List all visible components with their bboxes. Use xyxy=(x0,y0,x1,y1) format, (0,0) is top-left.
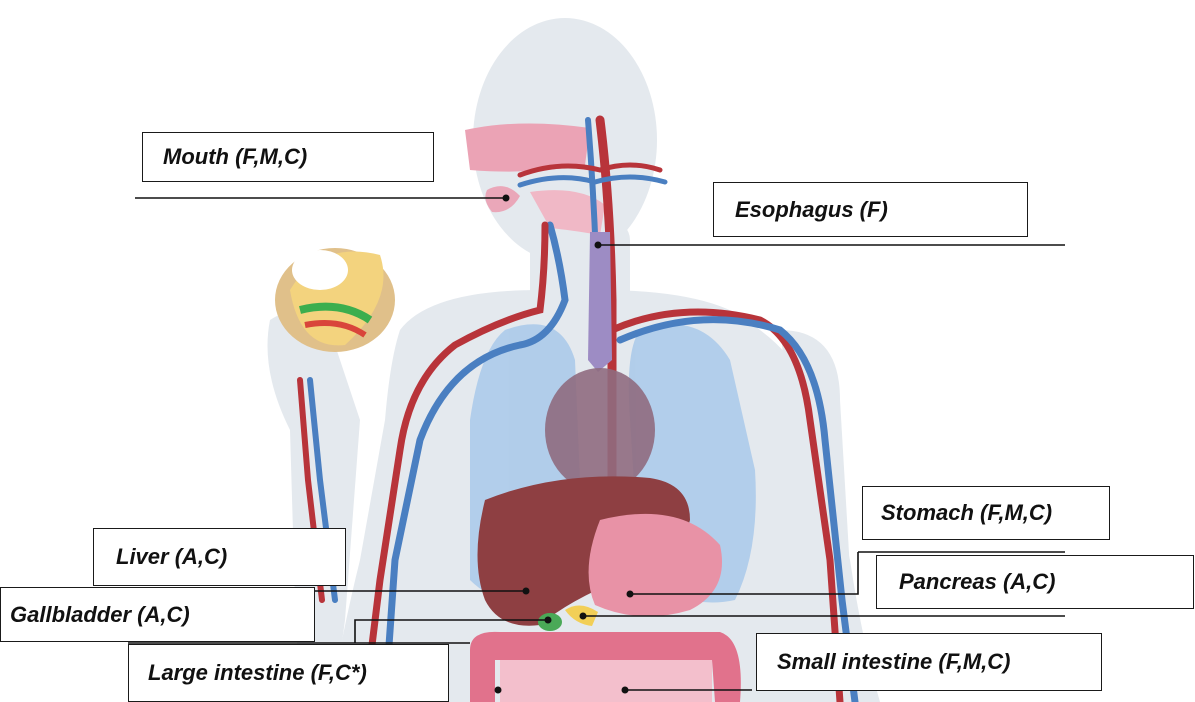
label-small-intestine: Small intestine (F,M,C) xyxy=(756,633,1102,691)
label-large-intestine-text: Large intestine (F,C*) xyxy=(129,660,367,686)
label-esophagus-text: Esophagus (F) xyxy=(714,197,888,223)
label-mouth-text: Mouth (F,M,C) xyxy=(143,144,307,170)
gallbladder-marker xyxy=(545,617,552,624)
esophagus-marker xyxy=(595,242,602,249)
liver-marker xyxy=(523,588,530,595)
label-esophagus: Esophagus (F) xyxy=(713,182,1028,237)
label-pancreas: Pancreas (A,C) xyxy=(876,555,1194,609)
stomach-pointer-marker xyxy=(580,613,587,620)
esophagus-organ xyxy=(588,232,612,372)
sandwich-illustration xyxy=(275,248,395,352)
mouth-marker xyxy=(503,195,510,202)
intestines xyxy=(470,632,741,702)
label-liver: Liver (A,C) xyxy=(93,528,346,586)
label-gallbladder-text: Gallbladder (A,C) xyxy=(1,602,190,628)
label-large-intestine: Large intestine (F,C*) xyxy=(128,644,449,702)
small-intestine-marker xyxy=(622,687,629,694)
label-gallbladder: Gallbladder (A,C) xyxy=(0,587,315,642)
label-pancreas-text: Pancreas (A,C) xyxy=(877,569,1056,595)
pancreas-marker xyxy=(627,591,634,598)
label-stomach: Stomach (F,M,C) xyxy=(862,486,1110,540)
label-stomach-text: Stomach (F,M,C) xyxy=(863,500,1052,526)
label-liver-text: Liver (A,C) xyxy=(94,544,227,570)
label-small-intestine-text: Small intestine (F,M,C) xyxy=(757,649,1010,675)
label-mouth: Mouth (F,M,C) xyxy=(142,132,434,182)
large-intestine-marker xyxy=(495,687,502,694)
heart xyxy=(545,368,655,492)
